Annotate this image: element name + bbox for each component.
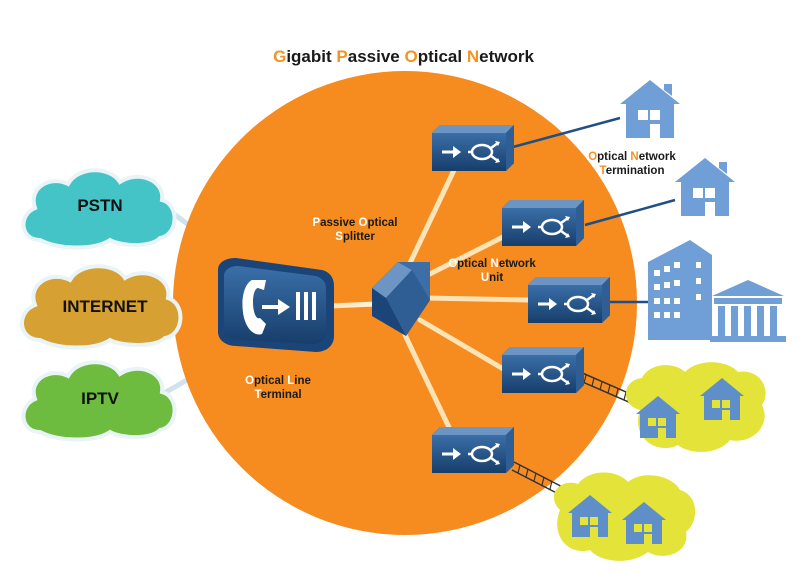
olt-label-line2: Terminal	[254, 389, 302, 401]
onu-label-line1: Optical Network	[448, 258, 536, 270]
house-icon	[620, 80, 680, 138]
phone-icon	[242, 280, 266, 335]
olt-label-line1: Optical Line	[245, 375, 311, 387]
iptv-cloud	[21, 360, 177, 442]
onu-2	[500, 198, 586, 248]
pstn-label: PSTN	[77, 196, 123, 215]
splitter-label-line1: Passive Optical	[312, 217, 398, 229]
title-text: Gigabit Passive Optical Network	[273, 47, 534, 66]
onu-building-links	[512, 116, 676, 304]
cloud-icon	[20, 264, 183, 350]
neighborhood-2	[553, 472, 696, 561]
onu-1	[430, 123, 516, 173]
splitter-icon	[372, 262, 430, 336]
iptv-label: IPTV	[81, 389, 119, 408]
ont-label-line2: Termination	[599, 165, 665, 177]
internet-label: INTERNET	[62, 297, 148, 316]
neighborhood-1	[625, 362, 766, 452]
ladder-rungs	[517, 374, 635, 498]
bank-building-icon	[710, 280, 786, 342]
olt-splitter-fiber	[329, 301, 377, 309]
cloud-icon	[21, 168, 177, 250]
onu-label-line2: Unit	[480, 272, 504, 284]
ont-label-line1: Optical Network	[588, 151, 676, 163]
onu-4	[500, 345, 586, 395]
office-building-icon	[648, 240, 712, 340]
arrow-right-icon	[262, 299, 290, 315]
cloud-icon	[21, 360, 177, 442]
olt-device	[218, 258, 334, 352]
page-title: Gigabit Passive Optical Network	[0, 47, 807, 67]
splitter-label-line2: Splitter	[335, 231, 375, 243]
onu-5	[430, 425, 516, 475]
internet-cloud	[20, 264, 183, 350]
pstn-cloud	[21, 168, 177, 250]
